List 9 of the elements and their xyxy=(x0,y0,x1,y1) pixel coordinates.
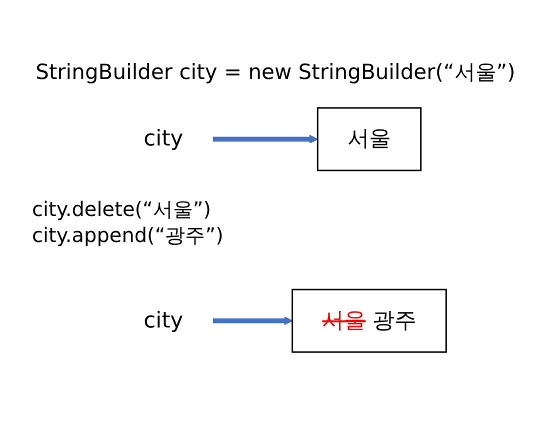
code-line: city.append(“광주”) xyxy=(32,222,224,248)
code-line: StringBuilder city = new StringBuilder(“서울”) xyxy=(34,59,516,86)
arrow xyxy=(212,316,293,326)
arrow xyxy=(212,134,318,144)
code-line: city.delete(“서울”) xyxy=(32,196,212,222)
node-text: city xyxy=(144,126,184,152)
node-box: 서울 xyxy=(316,107,422,172)
node-text: city xyxy=(144,308,184,334)
node-box: 서울 광주 xyxy=(292,288,447,353)
